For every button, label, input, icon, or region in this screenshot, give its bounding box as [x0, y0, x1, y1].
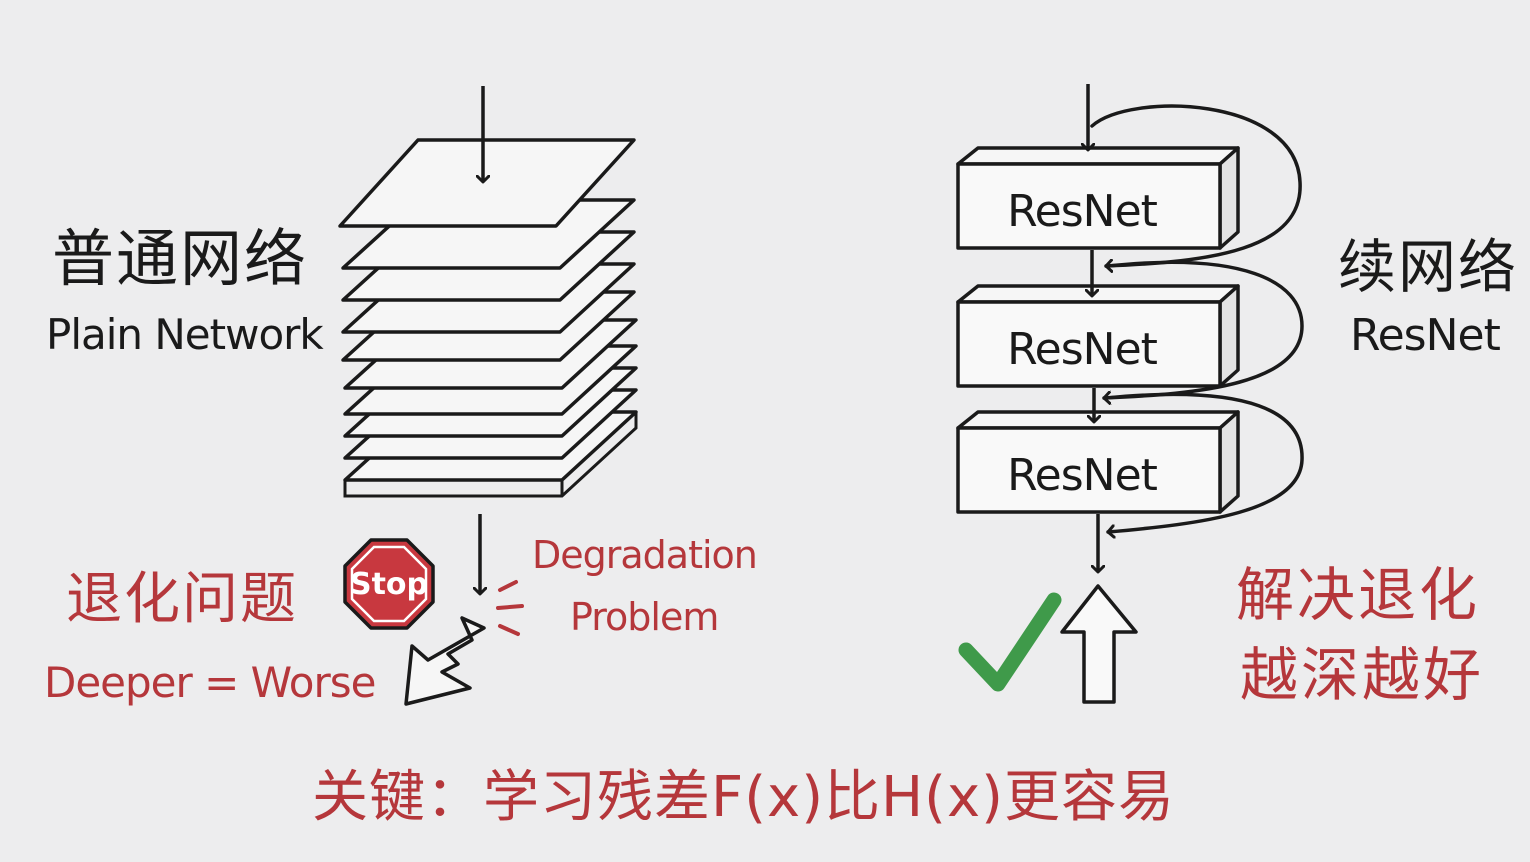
- skip-connection: [1104, 392, 1304, 532]
- resnet-block-1: ResNet: [956, 146, 1240, 250]
- degradation-subtitle: Deeper = Worse: [44, 658, 376, 707]
- degradation-note-line2: Problem: [570, 595, 719, 639]
- skip-connection: [1102, 260, 1304, 398]
- impact-lines-icon: [496, 580, 524, 636]
- resnet-skip-connections: [1090, 104, 1304, 532]
- resnet-block-label: ResNet: [1007, 324, 1158, 375]
- resnet-title-en: ResNet: [1350, 310, 1501, 361]
- resnet-block-label: ResNet: [1007, 186, 1158, 237]
- resnet-block-2: ResNet: [956, 284, 1240, 388]
- solution-line1: 解决退化: [1236, 561, 1481, 629]
- stop-sign-label: Stop: [350, 567, 428, 602]
- plain-network-title-cn: 普通网络: [52, 222, 309, 295]
- skip-connection: [1090, 104, 1302, 266]
- plain-network-title-en: Plain Network: [46, 310, 324, 359]
- stop-sign-icon: Stop: [343, 538, 435, 630]
- up-arrow-icon: [1060, 584, 1138, 704]
- broken-arrow-icon: [404, 616, 486, 706]
- degradation-note-line1: Degradation: [532, 533, 758, 577]
- plain-layer-edges: [343, 412, 638, 498]
- check-mark-icon: [958, 592, 1062, 692]
- resnet-block-label: ResNet: [1007, 450, 1158, 501]
- resnet-title-cn: 续网络: [1338, 233, 1519, 301]
- resnet-block-3: ResNet: [956, 410, 1240, 514]
- key-message: 关键：学习残差F(x)比H(x)更容易: [312, 765, 1175, 830]
- degradation-title-cn: 退化问题: [66, 567, 298, 632]
- plain-layer-stack: [338, 138, 638, 482]
- resnet-flow-arrows: [1088, 84, 1098, 572]
- solution-line2: 越深越好: [1240, 641, 1485, 709]
